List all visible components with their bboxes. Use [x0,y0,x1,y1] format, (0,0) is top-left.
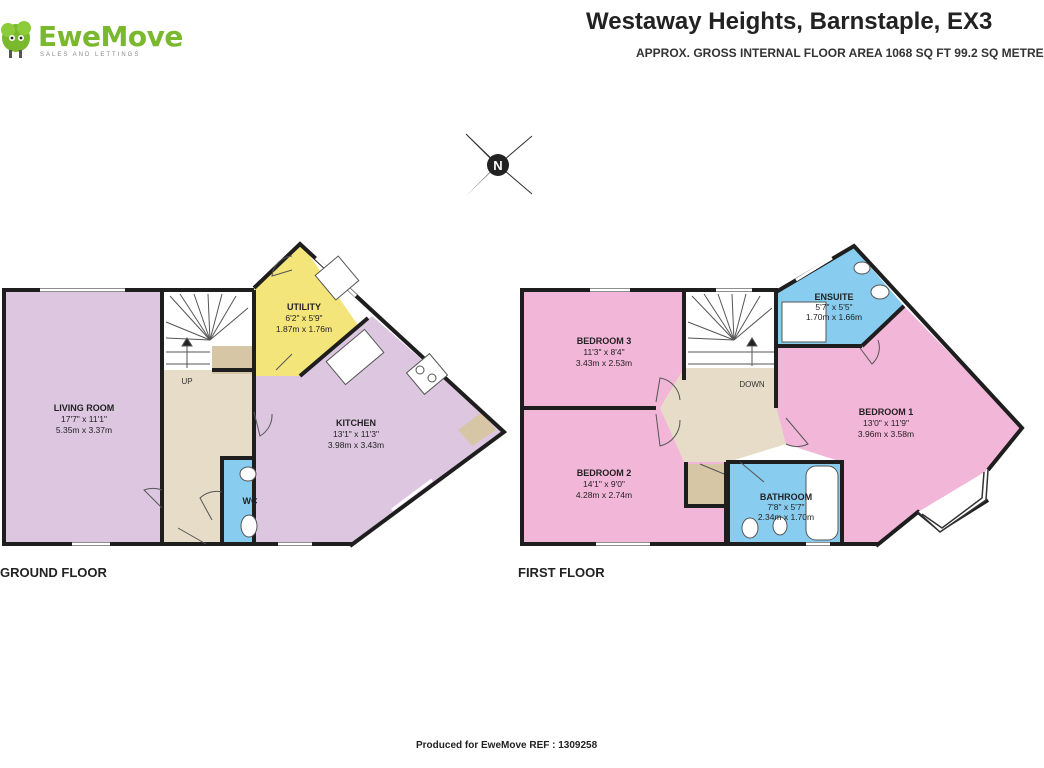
ground-doors [143,255,293,545]
first-floor-plan: BEDROOM 3 11'3" x 8'4" 3.43m x 2.53m BED… [520,243,1025,548]
bedroom-3-metric: 3.43m x 2.53m [576,358,632,368]
living-room-name: LIVING ROOM [54,403,115,413]
bathroom-imperial: 7'8" x 5'7" [767,502,804,512]
utility-name: UTILITY [287,302,321,312]
wc-name: WC [243,496,258,506]
bay-window [917,469,989,533]
utility-area [254,242,360,376]
bedroom-3-name: BEDROOM 3 [577,336,632,346]
utility-metric: 1.87m x 1.76m [276,324,332,334]
kitchen-metric: 3.98m x 3.43m [328,440,384,450]
landing-area [660,368,786,462]
ground-floor-label: GROUND FLOOR [0,565,107,580]
bedroom-3-area [522,290,684,408]
sheep-mascot-icon [1,21,31,58]
living-room-imperial: 17'7" x 11'1" [61,414,107,424]
page-title: Westaway Heights, Barnstaple, EX3 [586,8,993,35]
first-windows [590,256,833,546]
first-floor-label: FIRST FLOOR [518,565,605,580]
bedroom-1-imperial: 13'0" x 11'9" [863,418,909,428]
utility-imperial: 6'2" x 5'9" [285,313,322,323]
ensuite-imperial: 5'7" x 5'5" [815,302,852,312]
stairs-up-label: UP [181,377,192,386]
landing-cupboard-area [686,464,726,504]
bedroom-1-name: BEDROOM 1 [859,407,914,417]
kitchen-imperial: 13'1" x 11'3" [333,429,379,439]
first-doors [655,339,880,483]
bedroom-2-metric: 4.28m x 2.74m [576,490,632,500]
kitchen-cupboard-area [458,412,496,446]
first-fixtures [741,261,890,541]
kitchen-name: KITCHEN [336,418,376,428]
stairs-down-label: DOWN [739,380,765,389]
ewemove-logo [0,16,36,62]
bedroom-1-area [776,306,1022,544]
bedroom-1-metric: 3.96m x 3.58m [858,429,914,439]
bathroom-metric: 2.34m x 1.70m [758,512,814,522]
logo-wordmark: EweMove [38,20,183,53]
ensuite-metric: 1.70m x 1.66m [806,312,862,322]
bedroom-2-imperial: 14'1" x 9'0" [583,479,625,489]
living-room-area [4,290,162,544]
first-stairs [687,293,776,366]
bedroom-2-name: BEDROOM 2 [577,468,632,478]
compass-north-letter: N [493,158,502,173]
ground-floor-plan: LIVING ROOM 17'7" x 11'1" 5.35m x 3.37m … [2,241,508,548]
ground-stairs [165,293,249,368]
floor-area-subtitle: APPROX. GROSS INTERNAL FLOOR AREA 1068 S… [636,46,1044,60]
ground-walls [2,241,508,548]
bedroom-3-imperial: 11'3" x 8'4" [583,347,624,357]
footer-reference: Produced for EweMove REF : 1309258 [416,740,598,751]
bathroom-name: BATHROOM [760,492,812,502]
ensuite-name: ENSUITE [814,292,853,302]
ground-fixtures [239,255,449,538]
logo-tagline: SALES AND LETTINGS [40,52,141,58]
compass-icon: N [465,133,533,196]
living-room-metric: 5.35m x 3.37m [56,425,112,435]
kitchen-area [254,316,504,544]
